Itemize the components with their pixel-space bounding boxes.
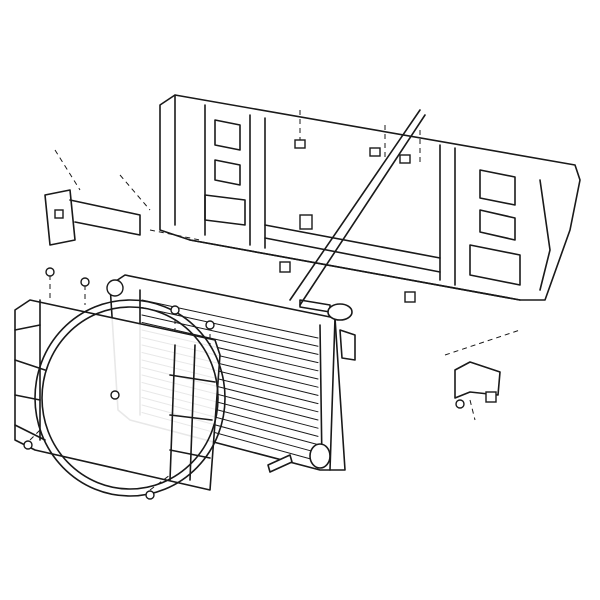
fan-shroud — [14, 267, 226, 500]
right-bracket — [444, 329, 521, 421]
radiator-support-panel — [159, 94, 581, 306]
radiator-fin — [141, 299, 319, 339]
radiator-fin — [141, 307, 319, 347]
radiator-fin — [141, 314, 319, 355]
radiator-fin — [141, 322, 319, 364]
left-bracket — [44, 149, 201, 246]
